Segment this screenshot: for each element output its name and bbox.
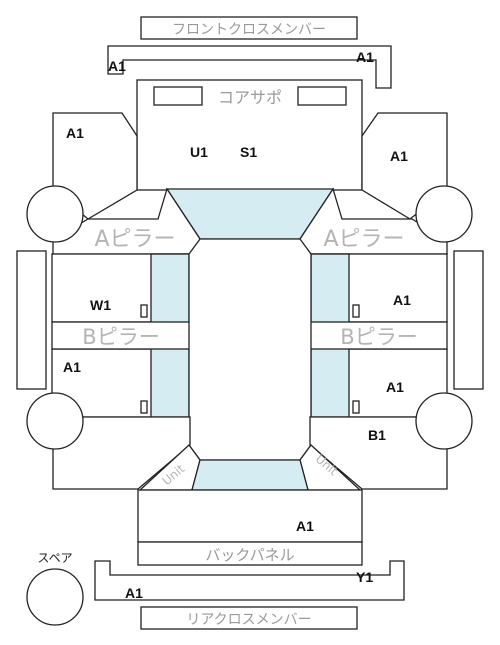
rear-fender-right[interactable] [309, 416, 448, 490]
rear-door-right-code: A1 [386, 379, 404, 395]
front-member[interactable] [107, 45, 392, 89]
front-door-left-code: W1 [90, 297, 111, 313]
rear-cross-member-label: リアクロスメンバー [186, 612, 311, 628]
front-member-right-code: A1 [356, 49, 374, 65]
headlight-left [153, 86, 203, 106]
core-support-label: コアサポ [218, 88, 282, 107]
side-step-right[interactable] [453, 250, 484, 390]
roof-u-code: U1 [190, 144, 208, 160]
front-door-right-code: A1 [393, 292, 411, 308]
b-pillar-right[interactable] [309, 321, 448, 350]
rear-fender-right-code: B1 [368, 427, 386, 443]
roof-panel[interactable] [188, 238, 312, 461]
front-member-left-code: A1 [108, 58, 126, 74]
rear-left-wheel[interactable] [26, 392, 84, 450]
front-fender-right-code: A1 [390, 148, 408, 164]
spare-tire[interactable] [26, 568, 84, 626]
headlight-right [297, 86, 347, 106]
rear-door-left-code: A1 [63, 359, 81, 375]
rear-cross-member[interactable] [140, 606, 358, 630]
trunk-code: A1 [296, 518, 314, 534]
front-right-wheel[interactable] [415, 185, 473, 243]
front-fender-left-code: A1 [66, 125, 84, 141]
back-panel-label: バックパネル [205, 546, 294, 564]
door-handle-front-left [140, 304, 148, 318]
door-handle-rear-left [140, 400, 148, 414]
rear-member-left-code: A1 [125, 585, 143, 601]
door-handle-rear-right [352, 400, 360, 414]
rear-window[interactable] [191, 459, 309, 491]
door-handle-front-right [352, 304, 360, 318]
a-pillar-left-label: Aピラー [94, 227, 175, 252]
rear-member[interactable] [94, 560, 405, 601]
b-pillar-left[interactable] [51, 321, 191, 350]
trunk-lid[interactable] [137, 489, 363, 543]
front-cross-member[interactable] [140, 16, 358, 40]
b-pillar-left-label: Bピラー [82, 325, 159, 349]
side-step-left[interactable] [16, 250, 47, 390]
roof-s-code: S1 [240, 144, 257, 160]
rear-member-right-code: Y1 [356, 569, 373, 585]
front-left-wheel[interactable] [26, 185, 84, 243]
rear-fender-left[interactable] [52, 416, 191, 490]
b-pillar-right-label: Bピラー [340, 325, 417, 349]
spare-label: スペア [37, 551, 72, 565]
rear-right-wheel[interactable] [415, 392, 473, 450]
a-pillar-right-label: Aピラー [323, 227, 404, 252]
front-cross-member-label: フロントクロスメンバー [172, 22, 326, 38]
back-panel[interactable] [137, 541, 363, 566]
